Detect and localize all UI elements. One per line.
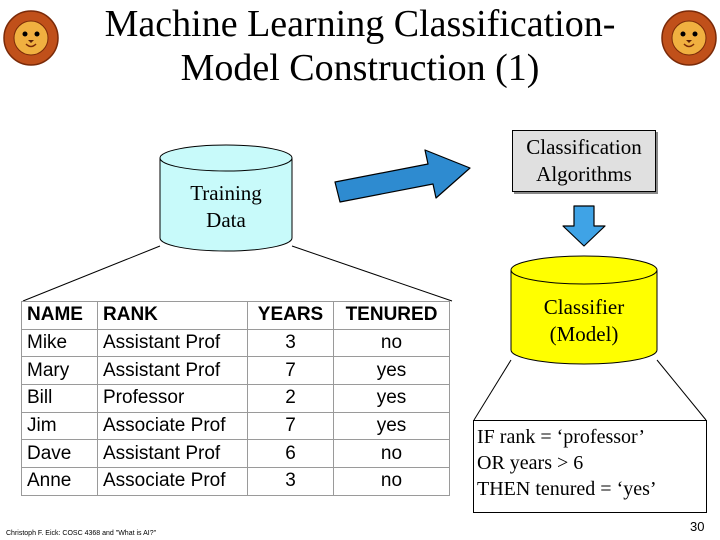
col-header-tenured: TENURED bbox=[333, 301, 450, 330]
training-data-table: NAME RANK YEARS TENURED Mike Assistant P… bbox=[21, 301, 450, 496]
lion-head-icon bbox=[3, 10, 59, 66]
cell-tenured: yes bbox=[333, 356, 450, 386]
cell-rank: Associate Prof bbox=[97, 411, 248, 441]
cell-tenured: yes bbox=[333, 411, 450, 441]
title-line-2: Model Construction (1) bbox=[180, 47, 540, 89]
connector-line-rule-left bbox=[473, 359, 512, 421]
down-arrow-icon bbox=[562, 205, 606, 247]
col-header-rank: RANK bbox=[97, 301, 248, 330]
cell-tenured: no bbox=[333, 328, 450, 358]
classification-algorithms-box: Classification Algorithms bbox=[512, 130, 656, 192]
table-row: Mike Assistant Prof 3 no bbox=[21, 328, 450, 358]
cell-name: Mary bbox=[21, 356, 98, 386]
table-header-row: NAME RANK YEARS TENURED bbox=[21, 301, 450, 330]
classification-rule-box: IF rank = ‘professor’ OR years > 6 THEN … bbox=[473, 420, 707, 513]
table-row: Bill Professor 2 yes bbox=[21, 384, 450, 413]
rule-line-2: OR years > 6 bbox=[477, 452, 584, 474]
table-row: Jim Associate Prof 7 yes bbox=[21, 411, 450, 441]
classifier-line-2: (Model) bbox=[549, 322, 619, 346]
cell-years: 3 bbox=[247, 328, 334, 358]
connector-line-rule-right bbox=[656, 359, 707, 421]
connector-line-right bbox=[291, 245, 453, 302]
cell-years: 3 bbox=[247, 467, 334, 496]
page-number: 30 bbox=[690, 519, 705, 534]
title-line-1: Machine Learning Classification- bbox=[104, 3, 616, 45]
page-title: Machine Learning Classification- Model C… bbox=[60, 2, 660, 90]
col-header-years: YEARS bbox=[247, 301, 334, 330]
cell-rank: Professor bbox=[97, 384, 248, 413]
cell-tenured: no bbox=[333, 467, 450, 496]
footer-credit: Christoph F. Eick: COSC 4368 and "What i… bbox=[6, 530, 157, 537]
table-row: Dave Assistant Prof 6 no bbox=[21, 439, 450, 469]
cell-name: Mike bbox=[21, 328, 98, 358]
rule-line-1: IF rank = ‘professor’ bbox=[477, 426, 646, 448]
classifier-cylinder bbox=[510, 255, 658, 365]
training-data-line-1: Training bbox=[190, 181, 262, 205]
training-data-label: Training Data bbox=[170, 180, 282, 234]
cell-name: Dave bbox=[21, 439, 98, 469]
classifier-line-1: Classifier bbox=[543, 295, 625, 319]
table-row: Anne Associate Prof 3 no bbox=[21, 467, 450, 496]
connector-line-left bbox=[22, 245, 161, 302]
training-data-line-2: Data bbox=[206, 208, 246, 232]
cell-tenured: no bbox=[333, 439, 450, 469]
cell-rank: Associate Prof bbox=[97, 467, 248, 496]
cell-name: Anne bbox=[21, 467, 98, 496]
cell-rank: Assistant Prof bbox=[97, 439, 248, 469]
cell-years: 7 bbox=[247, 356, 334, 386]
cell-name: Bill bbox=[21, 384, 98, 413]
rule-line-3: THEN tenured = ‘yes’ bbox=[477, 478, 657, 500]
cell-years: 2 bbox=[247, 384, 334, 413]
cell-tenured: yes bbox=[333, 384, 450, 413]
algorithms-line-1: Classification bbox=[526, 135, 642, 159]
table-row: Mary Assistant Prof 7 yes bbox=[21, 356, 450, 386]
cell-rank: Assistant Prof bbox=[97, 356, 248, 386]
cell-name: Jim bbox=[21, 411, 98, 441]
lion-head-icon bbox=[661, 10, 717, 66]
cell-years: 7 bbox=[247, 411, 334, 441]
algorithms-line-2: Algorithms bbox=[536, 162, 632, 186]
col-header-name: NAME bbox=[21, 301, 98, 330]
training-data-cylinder bbox=[159, 144, 293, 252]
cell-years: 6 bbox=[247, 439, 334, 469]
classifier-label: Classifier (Model) bbox=[520, 294, 648, 348]
flow-arrow-icon bbox=[334, 149, 471, 203]
cell-rank: Assistant Prof bbox=[97, 328, 248, 358]
